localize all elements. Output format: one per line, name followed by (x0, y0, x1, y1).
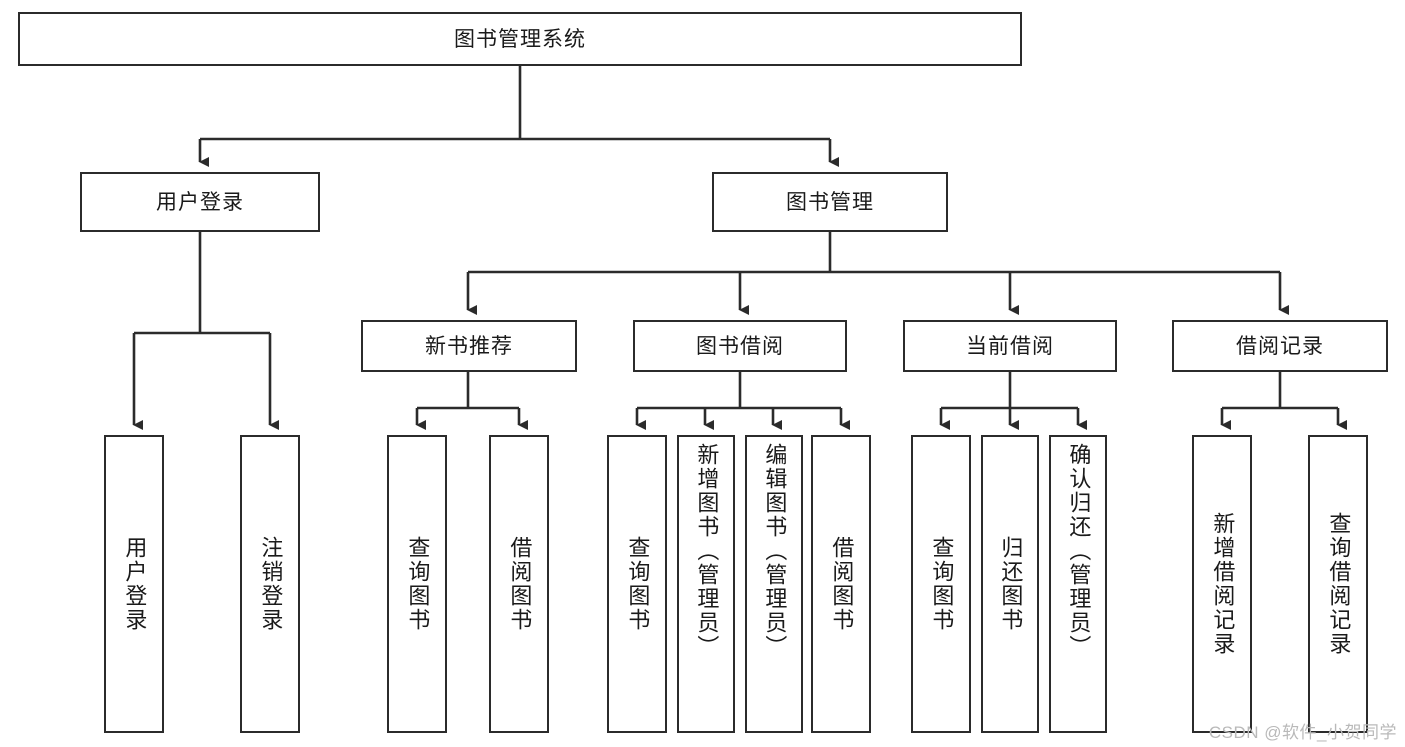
leaf-new-book-borrow[interactable]: 借阅图书 (489, 435, 549, 733)
node-label: 查询图书 (929, 536, 955, 632)
leaf-current-borrow-confirm[interactable]: 确认归还（管理员） (1049, 435, 1107, 733)
node-label: 图书管理 (786, 190, 874, 214)
node-label: 新增图书（管理员） (694, 443, 720, 659)
node-borrow-record[interactable]: 借阅记录 (1172, 320, 1388, 372)
node-new-book-recommend[interactable]: 新书推荐 (361, 320, 577, 372)
node-label: 图书管理系统 (454, 27, 586, 51)
node-label: 查询借阅记录 (1326, 512, 1352, 656)
watermark-text: CSDN @软件_小贺同学 (1208, 723, 1397, 742)
node-label: 借阅图书 (507, 536, 533, 632)
node-label: 新增借阅记录 (1210, 512, 1236, 656)
leaf-current-borrow-return[interactable]: 归还图书 (981, 435, 1039, 733)
node-book-management[interactable]: 图书管理 (712, 172, 948, 232)
leaf-current-borrow-query[interactable]: 查询图书 (911, 435, 971, 733)
node-root[interactable]: 图书管理系统 (18, 12, 1022, 66)
node-label: 查询图书 (625, 536, 651, 632)
node-label: 注销登录 (258, 536, 284, 632)
leaf-book-borrow-query[interactable]: 查询图书 (607, 435, 667, 733)
node-book-borrow[interactable]: 图书借阅 (633, 320, 847, 372)
node-label: 当前借阅 (966, 334, 1054, 358)
node-label: 确认归还（管理员） (1066, 443, 1092, 659)
leaf-new-book-query[interactable]: 查询图书 (387, 435, 447, 733)
node-label: 用户登录 (122, 536, 148, 632)
leaf-book-borrow-edit[interactable]: 编辑图书（管理员） (745, 435, 803, 733)
leaf-borrow-record-query[interactable]: 查询借阅记录 (1308, 435, 1368, 733)
node-label: 借阅记录 (1236, 334, 1324, 358)
node-current-borrow[interactable]: 当前借阅 (903, 320, 1117, 372)
node-label: 图书借阅 (696, 334, 784, 358)
leaf-borrow-record-add[interactable]: 新增借阅记录 (1192, 435, 1252, 733)
node-label: 借阅图书 (829, 536, 855, 632)
leaf-book-borrow-borrow[interactable]: 借阅图书 (811, 435, 871, 733)
node-label: 查询图书 (405, 536, 431, 632)
node-label: 新书推荐 (425, 334, 513, 358)
node-user-login[interactable]: 用户登录 (80, 172, 320, 232)
leaf-book-borrow-add[interactable]: 新增图书（管理员） (677, 435, 735, 733)
node-label: 归还图书 (998, 536, 1024, 632)
node-label: 用户登录 (156, 190, 244, 214)
leaf-user-login-logout[interactable]: 注销登录 (240, 435, 300, 733)
leaf-user-login-login[interactable]: 用户登录 (104, 435, 164, 733)
node-label: 编辑图书（管理员） (762, 443, 788, 659)
